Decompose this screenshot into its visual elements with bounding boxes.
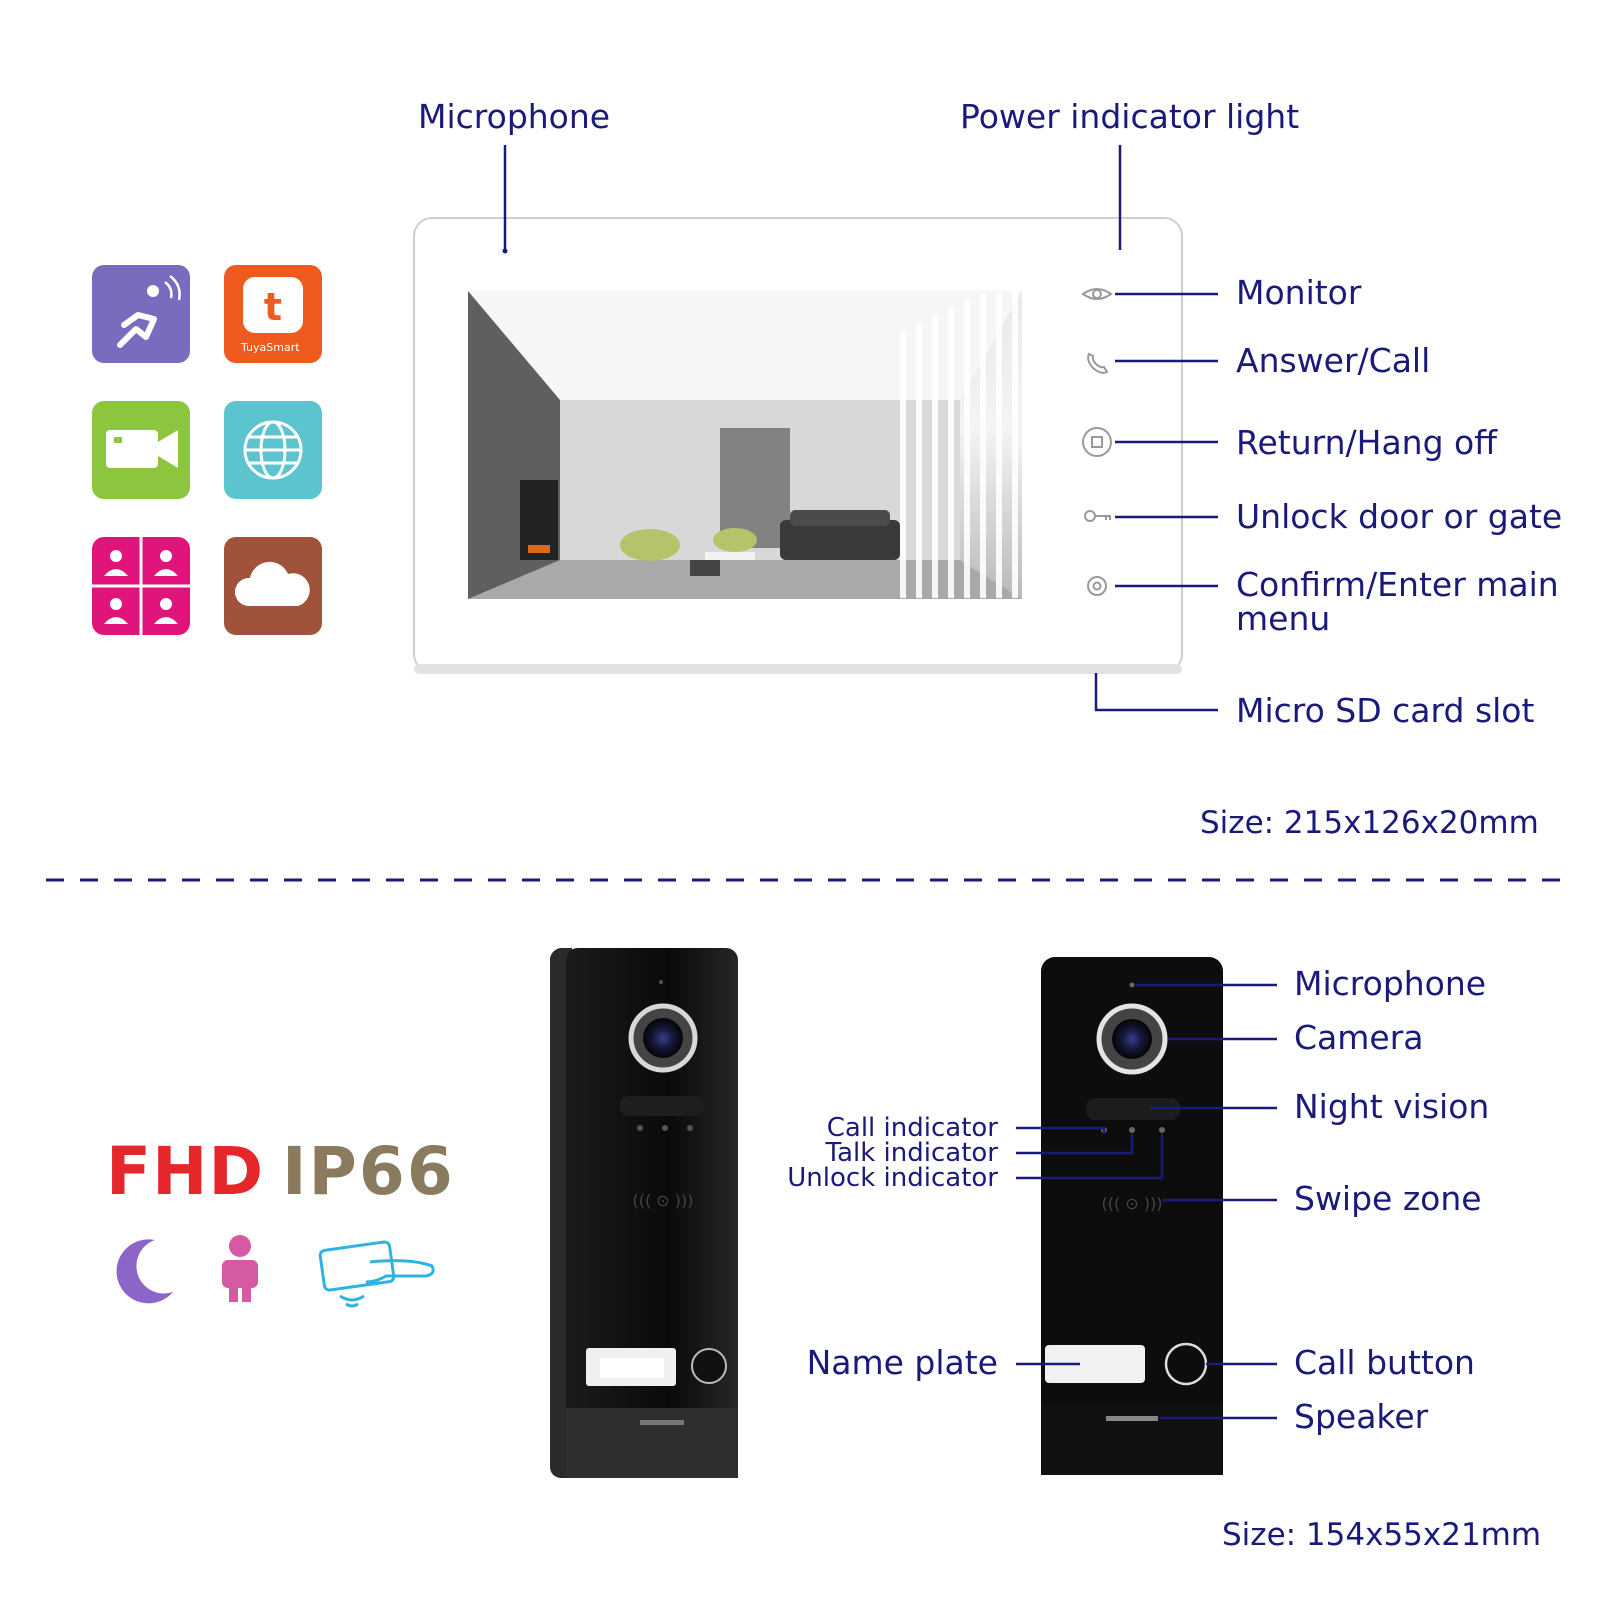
return-hang-off-label: Return/Hang off — [1236, 423, 1497, 462]
call-button-label: Call button — [1294, 1343, 1475, 1382]
monitor-size-label: Size: 215x126x20mm — [1200, 805, 1539, 841]
svg-text:((( ⊙ ))): ((( ⊙ ))) — [1101, 1194, 1162, 1213]
motion-detection-icon — [92, 265, 190, 363]
indoor-monitor — [413, 217, 1183, 674]
camera-label: Camera — [1294, 1018, 1424, 1057]
svg-text:((( ⊙ ))): ((( ⊙ ))) — [632, 1191, 693, 1210]
confirm-menu-label-line2: menu — [1236, 599, 1331, 638]
tuya-smart-icon: t — [224, 265, 322, 363]
doorbell-microphone-label: Microphone — [1294, 964, 1487, 1003]
monitor-button-label: Monitor — [1236, 273, 1362, 312]
moon-icon — [116, 1239, 173, 1304]
power-indicator-label: Power indicator light — [960, 97, 1300, 136]
sd-slot-label: Micro SD card slot — [1236, 691, 1535, 730]
name-plate-label: Name plate — [806, 1343, 998, 1382]
quad-split-icon — [92, 537, 190, 635]
monitor-microphone-label: Microphone — [418, 97, 611, 136]
globe-icon — [224, 401, 322, 499]
eye-icon[interactable] — [1081, 288, 1113, 300]
phone-icon[interactable] — [1087, 352, 1109, 374]
talk-indicator-label: Talk indicator — [825, 1138, 998, 1168]
ip66-label: IP66 — [282, 1133, 455, 1210]
home-square-icon[interactable] — [1082, 427, 1112, 457]
unlock-indicator-label: Unlock indicator — [787, 1163, 998, 1193]
tuya-smart-text: TuyaSmart — [241, 341, 300, 354]
answer-call-label: Answer/Call — [1236, 341, 1431, 380]
key-icon[interactable] — [1084, 510, 1111, 522]
doorbell-angled: ((( ⊙ ))) — [550, 948, 738, 1478]
gear-icon[interactable] — [1087, 576, 1107, 596]
person-icon — [222, 1235, 258, 1302]
video-camera-icon — [92, 401, 190, 499]
speaker-label: Speaker — [1294, 1397, 1429, 1436]
swipe-zone-label: Swipe zone — [1294, 1179, 1482, 1218]
fhd-label: FHD — [106, 1133, 265, 1210]
doorbell-front: ((( ⊙ ))) — [1041, 957, 1223, 1475]
cloud-icon — [224, 537, 322, 635]
feature-icon-grid: t — [92, 265, 322, 635]
doorbell-size-label: Size: 154x55x21mm — [1222, 1517, 1542, 1553]
call-indicator-label: Call indicator — [826, 1113, 998, 1143]
svg-text:t: t — [264, 285, 282, 329]
unlock-door-label: Unlock door or gate — [1236, 497, 1563, 536]
night-vision-label: Night vision — [1294, 1087, 1490, 1126]
card-swipe-icon — [318, 1240, 435, 1308]
monitor-screen — [468, 291, 1022, 599]
confirm-menu-label-line1: Confirm/Enter main — [1236, 565, 1559, 604]
